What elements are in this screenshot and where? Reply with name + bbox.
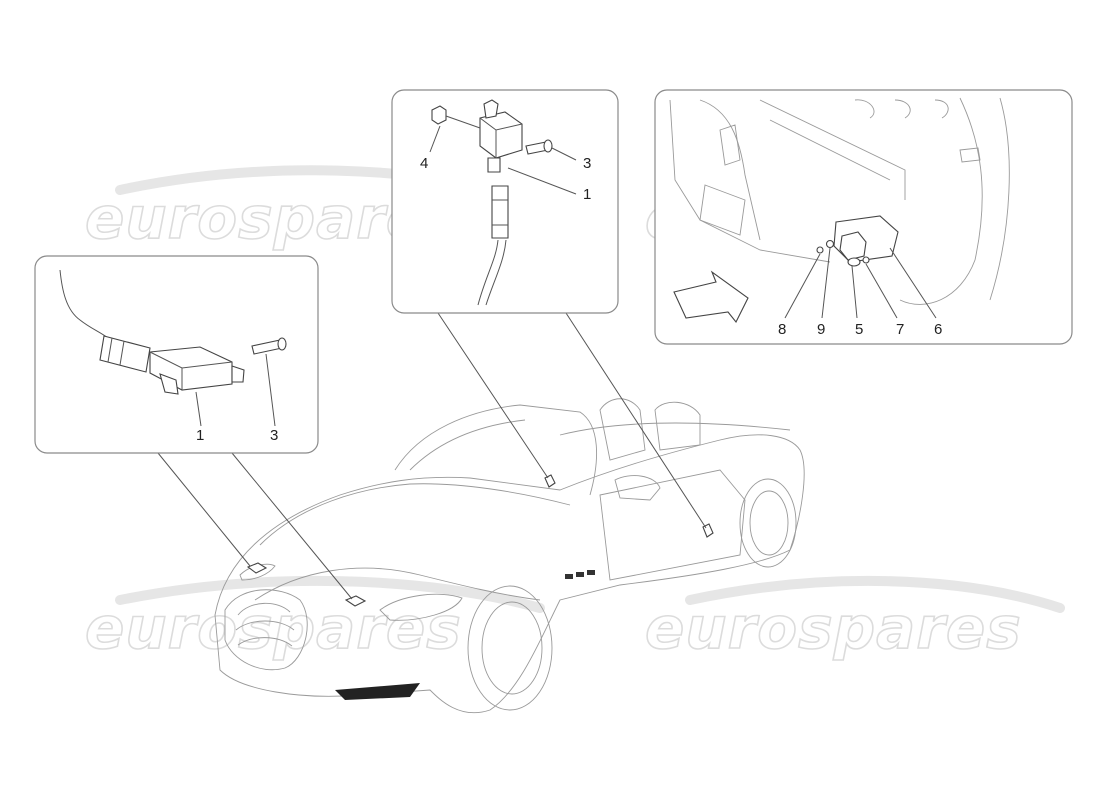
callout-line	[784, 253, 821, 319]
crash-sensor-body	[479, 111, 523, 159]
door-frame-inner	[699, 99, 761, 241]
car-sensor-left	[246, 562, 268, 574]
car-seat-rear	[654, 401, 701, 451]
car-front-wheel	[467, 585, 553, 711]
connector-plug	[491, 185, 509, 239]
callout-label-1: 1	[583, 186, 591, 203]
callout-line	[507, 167, 577, 195]
detail-panel-left: 1 3	[34, 255, 319, 454]
car-body-outline	[214, 434, 805, 714]
watermark-bottom-right: eurospares	[645, 594, 1022, 662]
callout-label-3: 3	[270, 427, 278, 444]
car-hood-crease	[254, 567, 541, 601]
car-front-rim	[481, 601, 543, 695]
callout-line	[821, 247, 831, 319]
bolt-head	[277, 337, 287, 351]
sensor-cable	[59, 269, 109, 339]
callout-label-5: 5	[855, 321, 863, 338]
sensor-cable	[485, 239, 507, 306]
leader-line	[157, 452, 251, 567]
crash-sensor-stem	[487, 157, 501, 173]
crash-sensor-mount	[483, 99, 499, 119]
car-headlight-right	[379, 593, 463, 621]
leader-lines	[157, 312, 707, 600]
car-side-vent	[587, 570, 595, 575]
car-sensor-front	[344, 595, 367, 607]
crash-sensor-lug	[231, 365, 245, 383]
connector-ribs	[107, 337, 125, 366]
car-illustration	[214, 398, 805, 714]
nut	[431, 105, 447, 125]
leader-line	[565, 312, 707, 529]
door-outer-skin	[899, 97, 983, 305]
car-rear-wheel	[739, 478, 797, 568]
car-lower-intake	[335, 683, 420, 700]
callout-label-4: 4	[420, 155, 428, 172]
callout-line	[551, 147, 577, 161]
car-grille	[224, 589, 308, 671]
car-side-vent	[576, 572, 584, 577]
door-reinforcement	[699, 124, 746, 236]
direction-arrow-icon	[673, 270, 749, 324]
car-grille-bars	[235, 602, 295, 647]
watermark-swoosh	[685, 575, 1065, 613]
door-latch	[959, 147, 981, 163]
callout-label-9: 9	[817, 321, 825, 338]
leader-line	[231, 452, 353, 600]
sensor-port	[847, 257, 861, 267]
detail-panel-center: 4 3 1	[391, 89, 619, 314]
callout-label-3: 3	[583, 155, 591, 172]
callout-line	[889, 247, 937, 319]
car-mirror	[614, 475, 661, 501]
car-sensor-pillar	[544, 474, 556, 488]
callout-label-7: 7	[896, 321, 904, 338]
callout-line	[865, 263, 898, 319]
door-outer-edge	[989, 97, 1010, 301]
bolt-head	[543, 139, 553, 153]
callout-line	[195, 391, 202, 427]
car-seat-front	[599, 398, 646, 461]
car-beltline	[559, 422, 791, 436]
car-side-vent	[565, 574, 573, 579]
car-rear-rim	[749, 490, 789, 556]
callout-line	[445, 115, 481, 129]
callout-label-1: 1	[196, 427, 204, 444]
crash-sensor-bracket	[159, 373, 179, 395]
panel-frame	[654, 89, 1073, 345]
leader-line	[437, 312, 549, 479]
fastener	[862, 256, 870, 264]
detail-panel-right: 8 9 5 7 6	[654, 89, 1073, 345]
callout-line	[429, 125, 441, 153]
connector-ribs	[492, 199, 508, 226]
door-pressure-sensor	[839, 231, 867, 261]
screw	[816, 246, 824, 254]
callout-label-8: 8	[778, 321, 786, 338]
callout-line	[851, 265, 858, 319]
sensor-cable	[477, 239, 499, 306]
washer	[825, 239, 835, 249]
callout-line	[265, 353, 276, 427]
car-windshield-inner	[409, 419, 526, 471]
connector-plug	[99, 335, 151, 373]
car-windshield	[394, 404, 598, 496]
crash-sensor-edges	[479, 117, 523, 158]
car-hood-line	[259, 483, 571, 546]
door-beam	[759, 99, 906, 200]
callout-label-6: 6	[934, 321, 942, 338]
car-door	[599, 469, 746, 581]
door-panel-cutouts	[854, 99, 949, 119]
crash-sensor-edges	[149, 351, 233, 390]
watermark-bottom-left: eurospares	[85, 594, 462, 662]
